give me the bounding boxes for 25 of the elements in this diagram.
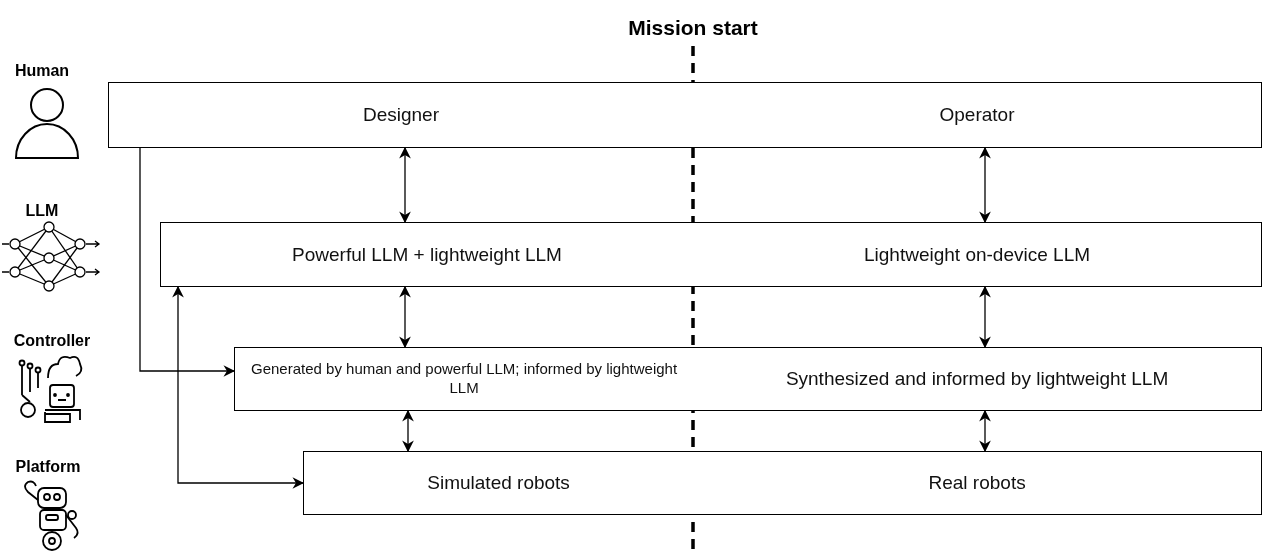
- box-text: Operator: [938, 103, 1016, 127]
- process-box: [303, 451, 1262, 515]
- arrow: [172, 285, 305, 489]
- arrow: [402, 409, 414, 453]
- arrow: [399, 285, 411, 349]
- box-text: Designer: [361, 103, 440, 127]
- arrow: [979, 285, 991, 349]
- arrow: [979, 146, 991, 224]
- row-label: Platform: [15, 458, 81, 476]
- box-text: Powerful LLM + lightweight LLM: [291, 242, 563, 267]
- row-label: Human: [14, 62, 70, 80]
- arrow: [979, 409, 991, 453]
- box-text: Generated by human and powerful LLM; informed by lightweight LLM: [250, 360, 679, 398]
- process-box: [160, 222, 1262, 287]
- arrow: [399, 146, 411, 224]
- box-text: Real robots: [927, 471, 1027, 495]
- box-text: Simulated robots: [426, 471, 571, 495]
- box-text: Lightweight on-device LLM: [863, 242, 1092, 267]
- heading: Mission start: [628, 16, 758, 40]
- process-box: [234, 347, 1262, 411]
- row-label: Controller: [13, 332, 91, 350]
- process-box: [108, 82, 1262, 148]
- row-label: LLM: [25, 202, 59, 220]
- box-text: Synthesized and informed by lightweight LLM: [784, 367, 1170, 391]
- arrow: [139, 147, 236, 377]
